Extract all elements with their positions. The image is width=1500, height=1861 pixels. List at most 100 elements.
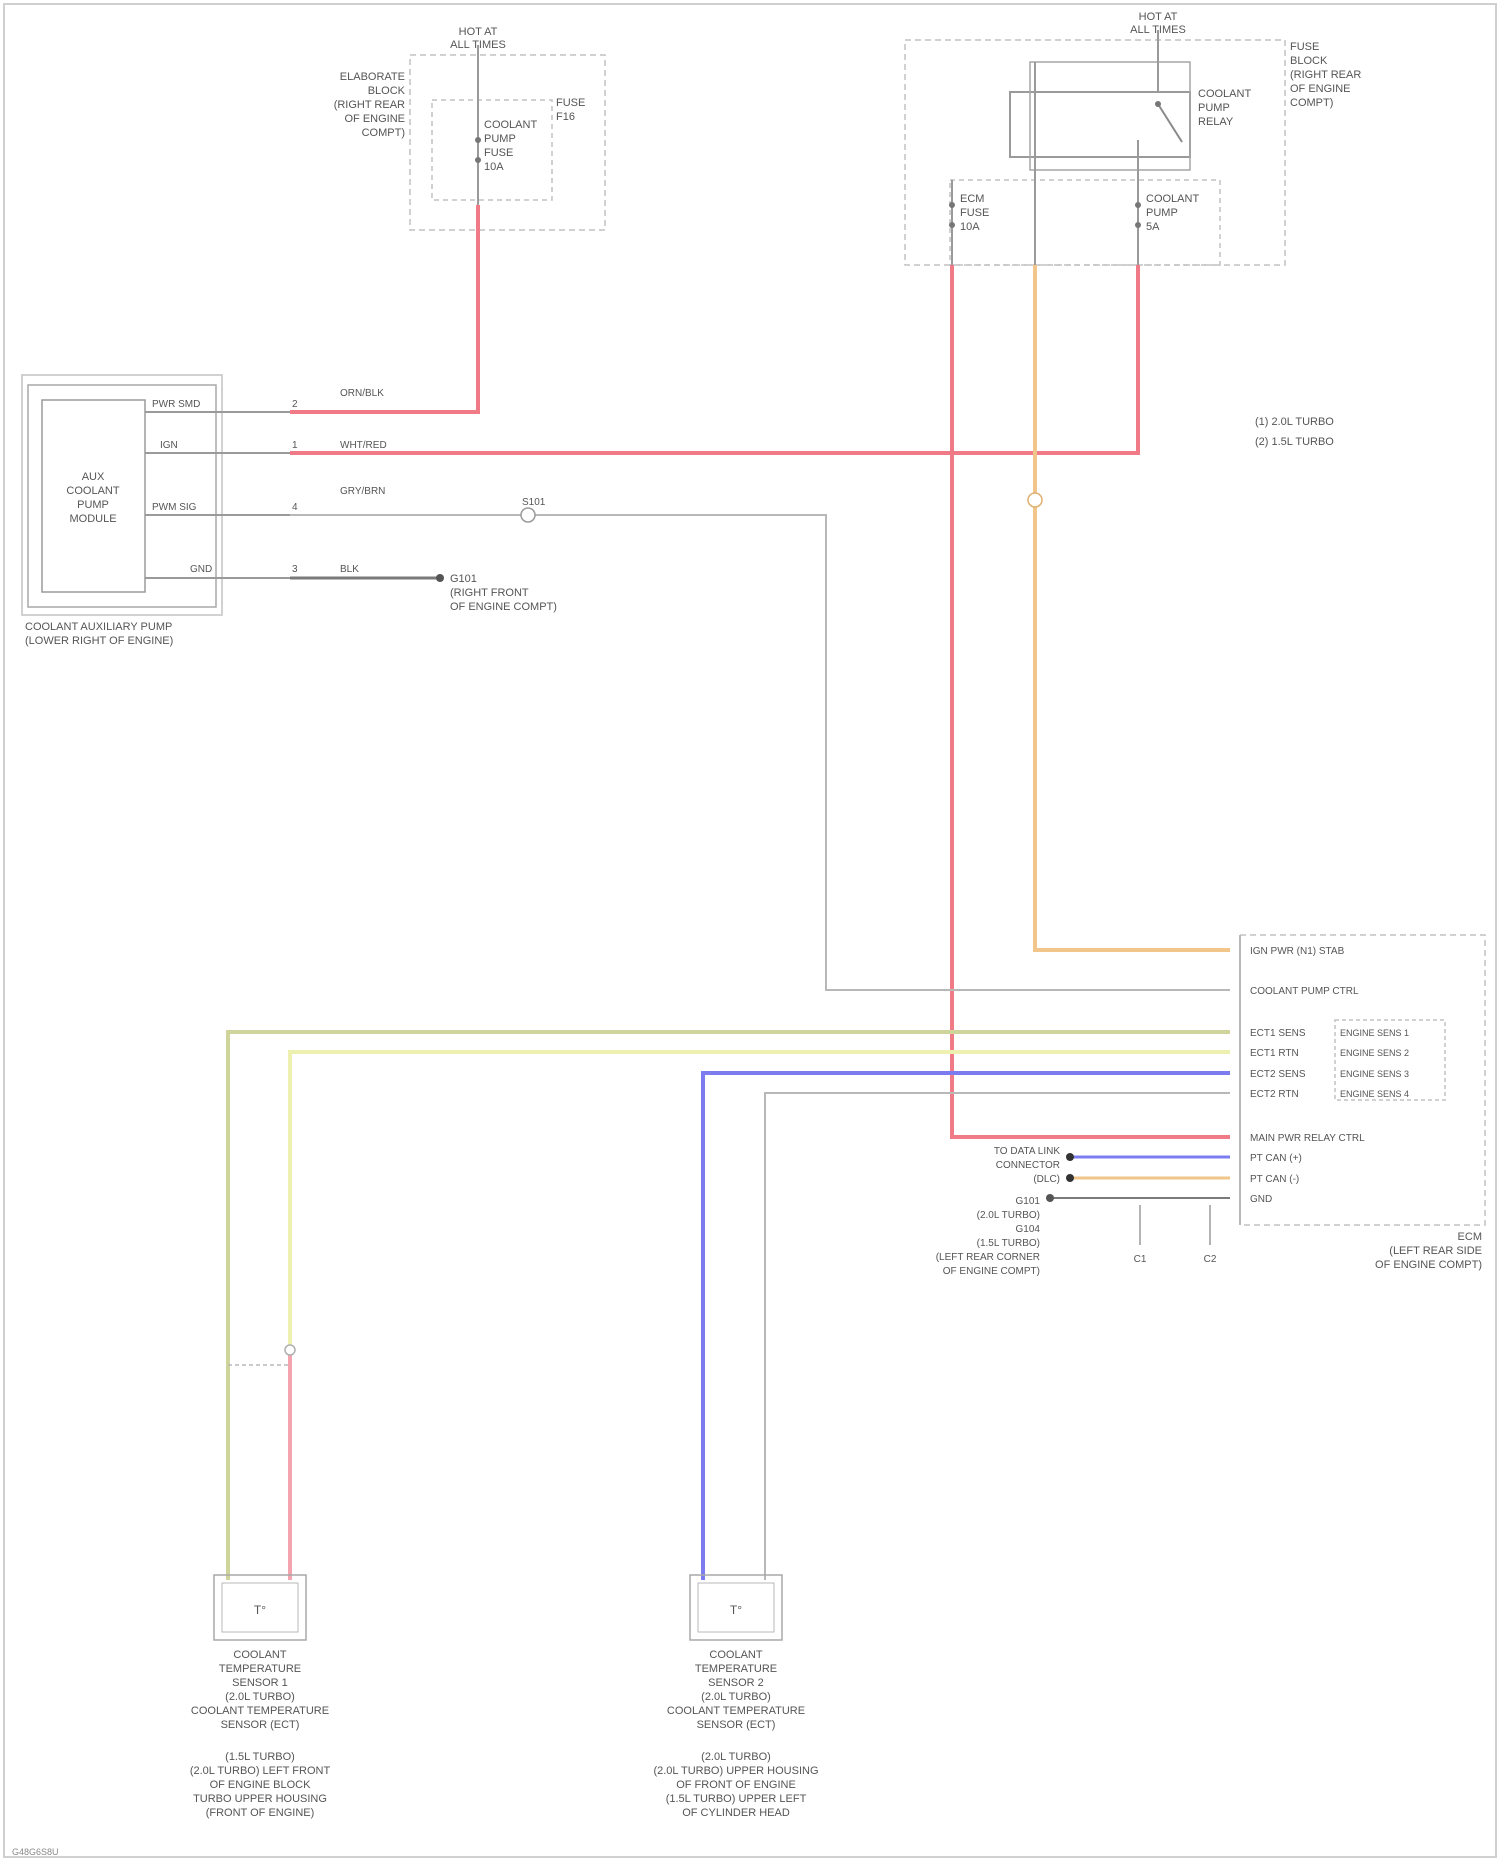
sensor-right-loc-2: OF FRONT OF ENGINE	[676, 1779, 796, 1791]
ecm-signal-4: ECT2 SENS	[1250, 1069, 1306, 1080]
pump-caption-0: COOLANT AUXILIARY PUMP	[25, 621, 172, 633]
tr-location-1: BLOCK	[1290, 55, 1328, 67]
sensor-left-loc-4: (FRONT OF ENGINE)	[206, 1807, 315, 1819]
sensor-right-label-1: TEMPERATURE	[695, 1663, 777, 1675]
ecm-left-note-3: (1.5L TURBO)	[977, 1238, 1040, 1249]
sensor-right-loc-4: OF CYLINDER HEAD	[682, 1807, 790, 1819]
tl-fuse-0: COOLANT	[484, 119, 537, 131]
can-label-1: CONNECTOR	[996, 1160, 1060, 1171]
sensor-left-loc-2: OF ENGINE BLOCK	[210, 1779, 312, 1791]
tr-location-4: COMPT)	[1290, 97, 1333, 109]
tr-relay-0: COOLANT	[1198, 88, 1251, 100]
ecm-caption-1: (LEFT REAR SIDE	[1389, 1245, 1482, 1257]
pin-signal-4: GND	[190, 564, 212, 575]
sensor-right-label-0: COOLANT	[709, 1649, 762, 1661]
pin-num-3: 4	[292, 502, 298, 513]
pin-wire-4: BLK	[340, 564, 359, 575]
tr-relay-1: PUMP	[1198, 102, 1230, 114]
ecm-tag-c1: C1	[1134, 1254, 1147, 1265]
ground-node-pump	[436, 574, 444, 582]
top-right-fuse-block: HOT AT ALL TIMES FUSE BLOCK (RIGHT REAR …	[905, 11, 1361, 265]
ecm-signal-9: GND	[1250, 1194, 1272, 1205]
ecm-caption-0: ECM	[1458, 1231, 1482, 1243]
legend-0: (1) 2.0L TURBO	[1255, 416, 1334, 428]
ecm-signal-3: ECT1 RTN	[1250, 1048, 1299, 1059]
splice-label: S101	[522, 497, 546, 508]
can-label-0: TO DATA LINK	[994, 1146, 1060, 1157]
tl-location-3: OF ENGINE	[344, 113, 405, 125]
ecm-signal-8: PT CAN (-)	[1250, 1174, 1299, 1185]
pin-signal-1: PWR SMD	[152, 399, 200, 410]
ecm-signal-1: COOLANT PUMP CTRL	[1250, 986, 1359, 997]
ecm-left-note-5: OF ENGINE COMPT)	[943, 1266, 1040, 1277]
tr-fuse-left-2: 10A	[960, 221, 980, 233]
can-node-1	[1066, 1153, 1074, 1161]
tl-location-2: (RIGHT REAR	[334, 99, 405, 111]
pump-inner-2: PUMP	[77, 499, 109, 511]
splice-s101	[521, 508, 535, 522]
tr-location-2: (RIGHT REAR	[1290, 69, 1361, 81]
wire-red-ign	[290, 265, 1138, 453]
tr-location-0: FUSE	[1290, 41, 1319, 53]
ecm-signal-7: PT CAN (+)	[1250, 1153, 1302, 1164]
sensor-left-symbol: T°	[254, 1603, 266, 1617]
pump-pin-row-1: PWR SMD 2 ORN/BLK	[145, 388, 384, 412]
sensor-right-loc-3: (1.5L TURBO) UPPER LEFT	[666, 1793, 807, 1805]
sensor-right-label-2: SENSOR 2	[708, 1677, 764, 1689]
pump-pin-row-3: PWM SIG 4 GRY/BRN	[145, 486, 385, 515]
sensor-left-label-1: TEMPERATURE	[219, 1663, 301, 1675]
tl-fuse-tag-1: F16	[556, 111, 575, 123]
sensor-left-label-0: COOLANT	[233, 1649, 286, 1661]
fuse-node-r1	[1135, 202, 1141, 208]
tl-header-2: ALL TIMES	[450, 39, 506, 51]
sensor-left: T° COOLANT TEMPERATURE SENSOR 1 (2.0L TU…	[190, 1575, 331, 1819]
ground-label-1: (RIGHT FRONT	[450, 587, 529, 599]
ecm-side-3: ENGINE SENS 4	[1340, 1089, 1409, 1099]
tl-fuse-2: FUSE	[484, 147, 513, 159]
tl-fuse-1: PUMP	[484, 133, 516, 145]
pump-inner-1: COOLANT	[66, 485, 119, 497]
pump-inner-0: AUX	[82, 471, 105, 483]
relay-box	[1010, 92, 1190, 157]
sensor-left-label-2: SENSOR 1	[232, 1677, 288, 1689]
ecm-left-note-1: (2.0L TURBO)	[977, 1210, 1040, 1221]
tr-header-2: ALL TIMES	[1130, 24, 1186, 36]
pin-wire-3: GRY/BRN	[340, 486, 385, 497]
tr-location-3: OF ENGINE	[1290, 83, 1351, 95]
splice-orange	[1028, 493, 1042, 507]
ecm-left-note-2: G104	[1016, 1224, 1041, 1235]
ecm-signal-2: ECT1 SENS	[1250, 1028, 1306, 1039]
wire-yellow-green-ect1	[228, 1032, 1230, 1580]
ecm-signal-6: MAIN PWR RELAY CTRL	[1250, 1133, 1365, 1144]
wire-red-ecm-feed	[952, 265, 1230, 1137]
relay-contact	[1155, 101, 1161, 107]
top-left-fuse-block: HOT AT ALL TIMES ELABORATE BLOCK (RIGHT …	[334, 26, 605, 230]
ecm-left-note-4: (LEFT REAR CORNER	[936, 1252, 1040, 1263]
fuse-node-top	[475, 137, 481, 143]
pin-wire-1: ORN/BLK	[340, 388, 384, 399]
fuse-node-r2	[1135, 222, 1141, 228]
sensor-right-label-3: (2.0L TURBO)	[701, 1691, 771, 1703]
can-node-2	[1066, 1174, 1074, 1182]
splice-left-sensor	[285, 1345, 295, 1355]
sensor-right-label-4: COOLANT TEMPERATURE	[667, 1705, 805, 1717]
relay-switch	[1158, 104, 1182, 142]
tr-relay-2: RELAY	[1198, 116, 1234, 128]
pump-caption-1: (LOWER RIGHT OF ENGINE)	[25, 635, 173, 647]
fuse-node-l1	[949, 202, 955, 208]
tl-location-0: ELABORATE	[340, 71, 405, 83]
can-label-2: (DLC)	[1033, 1174, 1060, 1185]
splice-symbols	[285, 493, 1074, 1355]
pin-wire-2: WHT/RED	[340, 440, 387, 451]
tl-fuse-3: 10A	[484, 161, 504, 173]
wire-red-pump-pwr	[290, 205, 478, 412]
tl-fuse-tag-0: FUSE	[556, 97, 585, 109]
sensor-left-label-3: (2.0L TURBO)	[225, 1691, 295, 1703]
sensor-left-loc-0: (1.5L TURBO)	[225, 1751, 295, 1763]
wire-orange-ign	[1035, 265, 1230, 950]
ecm-block: IGN PWR (N1) STAB COOLANT PUMP CTRL ECT1…	[936, 935, 1485, 1277]
tl-location-4: COMPT)	[362, 127, 405, 139]
pump-module-shell	[28, 385, 216, 607]
ecm-left-note-0: G101	[1016, 1196, 1041, 1207]
